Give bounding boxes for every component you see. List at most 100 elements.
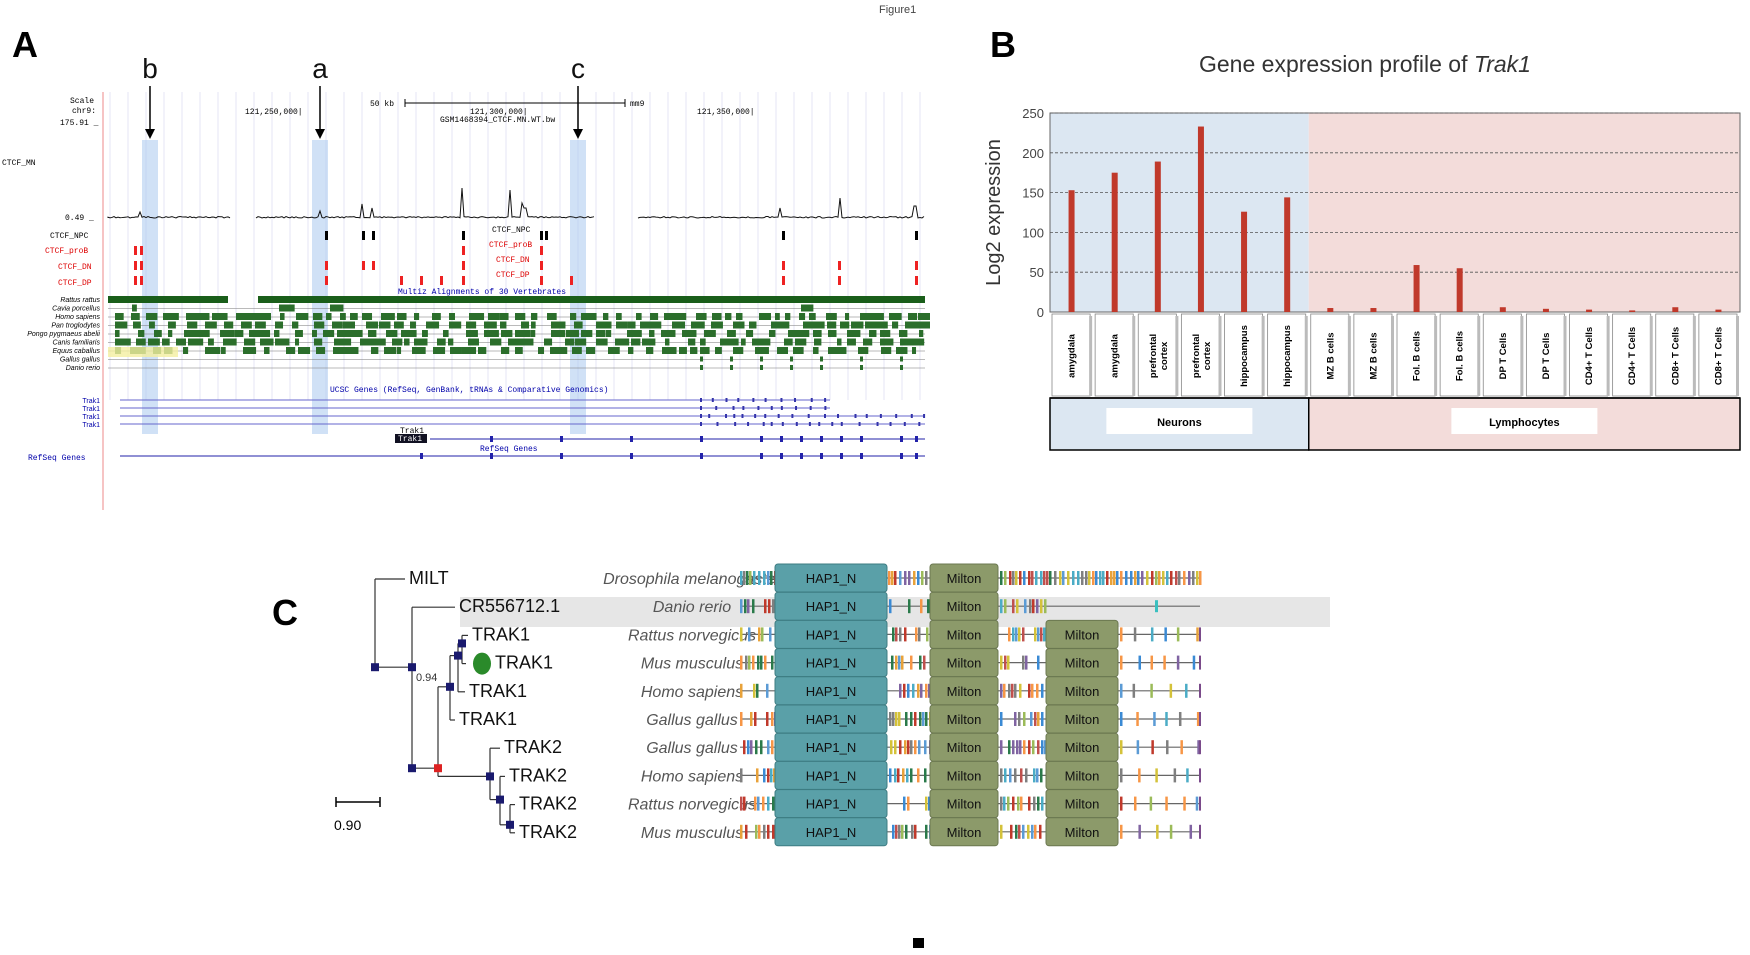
category-box-shadow [1736,316,1739,396]
bar [1629,310,1635,312]
conservation-block [596,322,612,329]
bar [1327,308,1333,312]
ctcf-peak-tick [140,276,143,285]
conservation-block [138,330,144,337]
motif-segment [1040,627,1043,641]
motif-segment [740,684,743,698]
exon [811,398,813,402]
conservation-block [731,339,739,346]
exon [725,414,727,418]
conservation-block [700,357,703,362]
motif-segment [1120,656,1123,670]
motif-segment [1133,684,1136,698]
motif-segment [1155,600,1158,612]
conservation-block [330,305,343,312]
category-box-shadow [1132,316,1135,396]
motif-segment [763,571,766,585]
motif-segment [908,571,911,585]
conservation-block [649,330,654,337]
conservation-block [664,313,676,320]
motif-segment [905,825,908,839]
species-label: Rattus rattus [60,297,100,304]
ctcf-peak-tick [325,261,328,270]
category-box-shadow [1175,316,1178,396]
species-name: Rattus norvegicus [628,627,756,644]
bar [1672,307,1678,312]
motif-segment [1151,656,1154,670]
exon [630,436,633,442]
exon [700,414,702,418]
motif-segment [772,825,775,839]
ctcf-peak-tick [140,246,143,255]
motif-segment [752,656,755,670]
category-box-shadow [1305,316,1308,396]
motif-segment [767,571,770,585]
exon [831,422,833,426]
motif-segment [912,684,915,698]
motif-segment [1000,656,1003,670]
motif-segment [1134,571,1137,585]
motif-segment [1120,825,1123,839]
motif-segment [895,825,898,839]
multiz-title: Multiz Alignments of 30 Vertebrates [398,288,566,297]
ctcf-peak-tick [462,246,465,255]
exon [734,422,736,426]
region-marker-label: b [142,53,158,84]
conservation-block [809,313,816,320]
motif-segment [1039,825,1042,839]
conservation-block [700,339,706,346]
motif-segment [1004,571,1007,585]
conservation-block [115,330,120,337]
motif-segment [755,740,758,754]
motif-segment [757,656,760,670]
conservation-block [746,330,753,337]
ctcf-track-prob: CTCF_proB [45,247,88,256]
conservation-block [840,322,849,329]
motif-segment [1141,571,1144,585]
conservation-block [801,305,813,312]
category-label: Fol. B cells [1412,331,1423,381]
motif-segment [1000,712,1003,726]
motif-segment [1190,825,1193,839]
milton-domain-label: Milton [947,571,982,586]
conservation-block [912,347,916,354]
exon [780,398,782,402]
motif-segment [1033,797,1036,811]
bar [1715,310,1721,312]
motif-segment [745,825,748,839]
exon [880,414,882,418]
motif-segment [1134,797,1137,811]
motif-segment [1030,712,1033,726]
conservation-block [919,322,930,329]
conservation-block [631,339,640,346]
motif-segment [740,768,743,782]
conservation-block [223,339,237,346]
conservation-block [286,347,295,354]
conservation-block [700,365,703,370]
conservation-block [795,339,806,346]
ctcf-peak-tick [362,261,365,270]
motif-segment [1014,768,1017,782]
conservation-block [759,313,771,320]
refseq-label: RefSeq Genes [28,454,86,463]
conservation-block [414,339,427,346]
conservation-block [608,347,620,354]
coord-1: 121,250,000| [245,108,303,117]
gene-name: MILT [409,568,449,588]
motif-segment [925,712,928,726]
category-box-shadow [1607,316,1610,396]
motif-segment [1018,825,1021,839]
assembly-label: mm9 [630,100,645,109]
tree-node [496,796,504,804]
hap1-domain-label: HAP1_N [806,797,857,812]
ctcf-center-prob: CTCF_proB [489,241,532,250]
motif-segment [1011,684,1014,698]
milton-domain-2-label: Milton [1065,768,1100,783]
motif-segment [1012,599,1015,613]
ucsc-genes-title: UCSC Genes (RefSeq, GenBank, tRNAs & Com… [330,386,608,395]
motif-segment [1000,797,1003,811]
conservation-block [730,357,733,362]
chr-label: chr9: [72,107,96,116]
ctcf-peak-tick [462,231,465,240]
motif-segment [914,825,917,839]
